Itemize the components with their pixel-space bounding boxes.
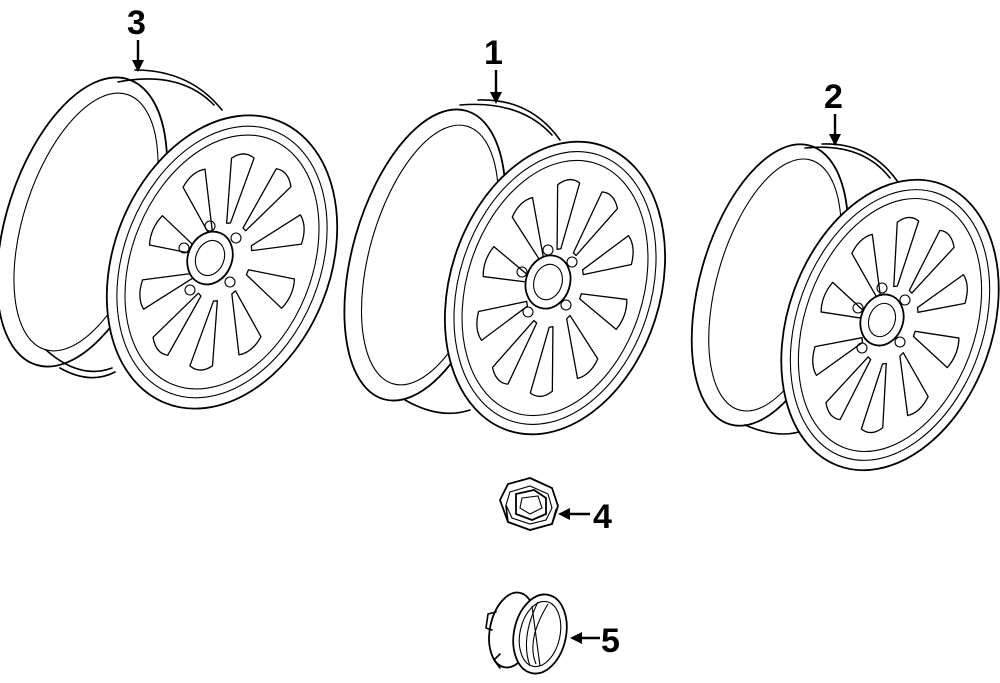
wheel-1-spoke-window bbox=[511, 196, 544, 262]
wheel-1-spoke-window bbox=[556, 178, 581, 250]
wheel-1-spoke-window bbox=[482, 245, 531, 283]
callout-1: 1 bbox=[484, 34, 503, 104]
wheel-2-spoke-window bbox=[825, 356, 872, 421]
wheel-2-spoke-window bbox=[812, 337, 864, 377]
wheel-3-spoke-window bbox=[152, 292, 202, 356]
callout-2-label: 2 bbox=[824, 78, 843, 116]
wheel-3-spoke-window bbox=[148, 215, 199, 255]
callout-5-label: 5 bbox=[601, 622, 620, 660]
wheel-1-spoke-window bbox=[581, 235, 634, 276]
wheel-2-spoke-window bbox=[899, 352, 929, 417]
wheel-3-spoke-window bbox=[139, 272, 194, 310]
wheel-2-spoke-window bbox=[851, 233, 881, 298]
callout-5: 5 bbox=[570, 622, 620, 660]
wheel-3-spoke-window bbox=[245, 269, 296, 309]
wheel-3-spoke-window bbox=[242, 168, 292, 232]
callout-1-label: 1 bbox=[484, 34, 503, 72]
wheel-3[interactable] bbox=[0, 56, 379, 443]
wheel-1-spoke-window bbox=[579, 293, 628, 331]
callout-4: 4 bbox=[558, 498, 612, 536]
wheel-3-spoke-window bbox=[250, 214, 305, 252]
wheel-1[interactable] bbox=[314, 91, 701, 463]
wheel-2-spoke-window bbox=[912, 330, 960, 369]
wheel-1-spoke-window bbox=[491, 319, 538, 385]
wheel-2-face bbox=[780, 178, 1000, 472]
wheel-2-spoke-window bbox=[820, 281, 868, 320]
wheel-3-face bbox=[105, 114, 339, 410]
callout-3-label: 3 bbox=[127, 4, 146, 42]
wheel-1-face bbox=[444, 140, 666, 436]
lug-nut[interactable] bbox=[499, 477, 559, 531]
wheel-2-spoke-window bbox=[893, 216, 920, 288]
wheel-2[interactable] bbox=[663, 126, 1000, 501]
wheel-1-spoke-window bbox=[566, 314, 599, 380]
wheel-2-spoke-window bbox=[908, 229, 955, 294]
wheel-2-spoke-window bbox=[916, 273, 968, 313]
callout-3: 3 bbox=[127, 4, 146, 72]
wheel-3-spoke-window bbox=[231, 290, 262, 356]
wheel-2-spoke-window bbox=[860, 362, 887, 434]
wheel-3-spoke-window bbox=[182, 168, 213, 234]
callout-2: 2 bbox=[824, 78, 843, 146]
callout-4-label: 4 bbox=[593, 498, 612, 536]
wheel-1-spoke-window bbox=[476, 300, 529, 341]
wheel-3-spoke-window bbox=[226, 153, 255, 224]
wheel-3-spoke-window bbox=[189, 300, 218, 371]
wheel-1-spoke-window bbox=[572, 191, 619, 257]
center-cap[interactable] bbox=[483, 588, 574, 678]
wheel-1-spoke-window bbox=[529, 326, 554, 398]
